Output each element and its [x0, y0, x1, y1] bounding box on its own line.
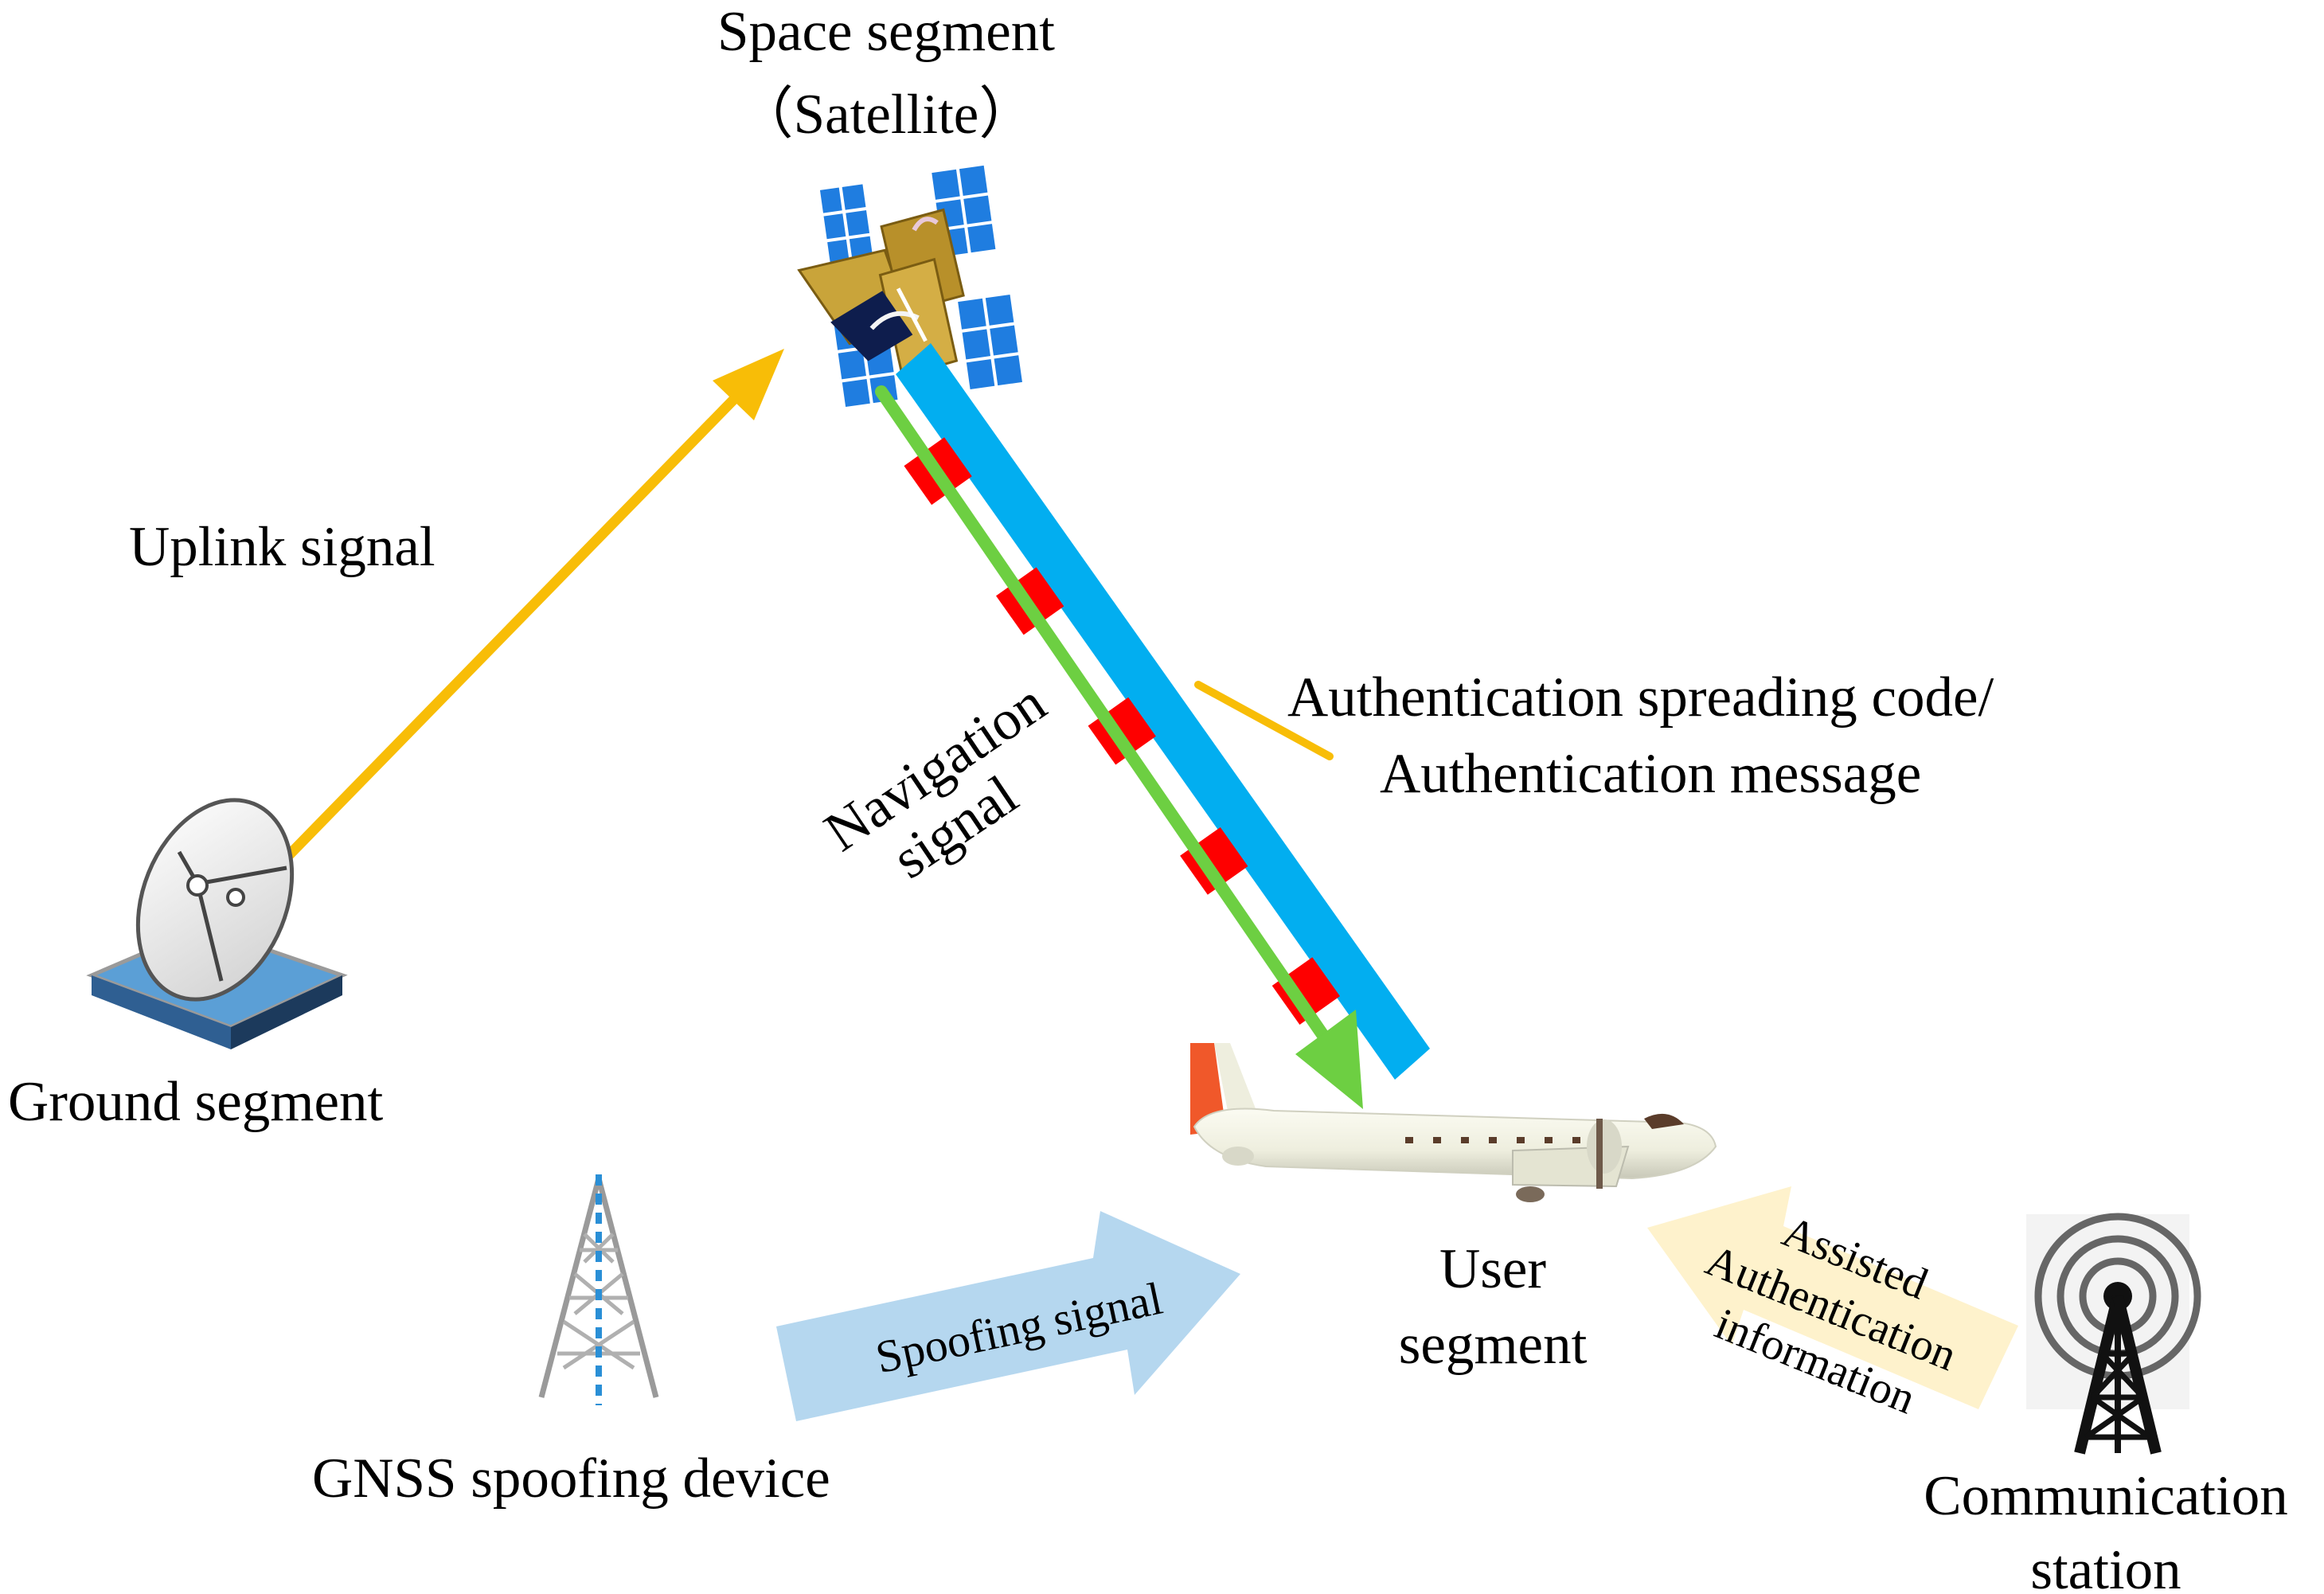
- radio-tower-icon: [2026, 1213, 2201, 1455]
- ground-segment-label: Ground segment: [8, 1071, 384, 1133]
- spoofing-arrow: [776, 1211, 1240, 1421]
- auth-message-label: Authentication message: [1380, 743, 1922, 805]
- airplane-icon: [1190, 1043, 1717, 1202]
- communication-label: Communication: [1924, 1465, 2288, 1527]
- auth-code-label: Authentication spreading code/: [1287, 666, 1994, 729]
- navigation-arrow: [875, 385, 1363, 1109]
- assist-arrow: [1647, 1186, 2018, 1409]
- auth-block: [1271, 957, 1341, 1026]
- gnss-spoofing-device-label: GNSS spoofing device: [312, 1447, 830, 1510]
- uplink-arrow: [283, 349, 784, 861]
- spoofing-tower-icon: [538, 1174, 659, 1405]
- auth-pointer-line: [1194, 681, 1334, 760]
- user-segment-label-line2: segment: [1398, 1314, 1588, 1376]
- station-label: station: [2030, 1539, 2181, 1594]
- satellite-icon: [797, 162, 1026, 411]
- uplink-signal-label: Uplink signal: [129, 516, 436, 578]
- space-segment-label: Space segment: [717, 1, 1055, 63]
- satellite-label: （Satellite）: [736, 84, 1036, 146]
- user-segment-label-line1: User: [1439, 1238, 1547, 1300]
- ground-station-dish-icon: [86, 798, 348, 1049]
